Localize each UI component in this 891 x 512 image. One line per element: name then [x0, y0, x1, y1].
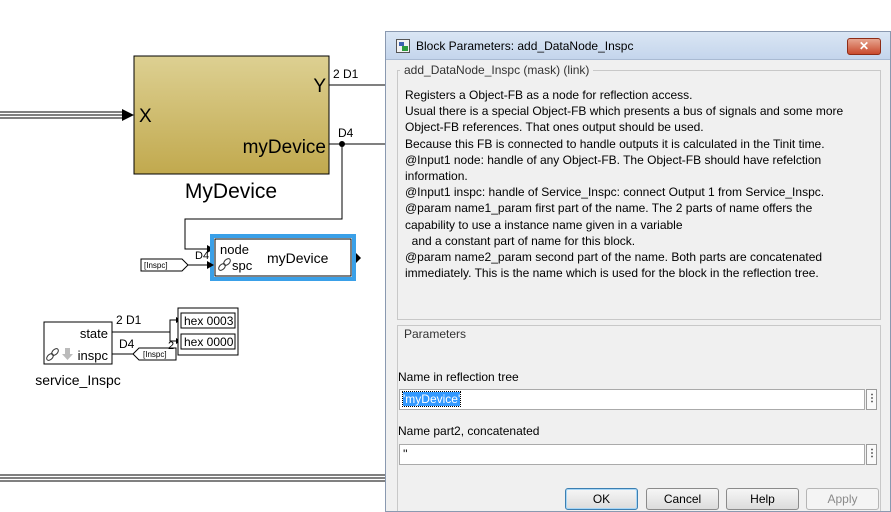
close-icon: ✕	[858, 39, 870, 53]
port-spc-label: spc	[232, 258, 253, 273]
description-line: @Input1 node: handle of any Object-FB. T…	[405, 152, 822, 167]
signal-y-label: 2 D1	[333, 67, 359, 81]
svg-text:[Inspc]: [Inspc]	[143, 350, 167, 359]
signal-device-label: D4	[338, 126, 354, 140]
display-value-1: hex 0003	[184, 314, 234, 328]
adder-block-label: myDevice	[267, 250, 329, 266]
signal-width-label: 2	[168, 340, 174, 352]
mask-description-group	[397, 70, 881, 320]
svg-text:[Inspc]: [Inspc]	[144, 261, 168, 270]
kebab-menu-icon: ⋮	[867, 448, 877, 459]
description-line: Usual there is a special Object-FB which…	[405, 104, 844, 119]
description-line: @param name1_param first part of the nam…	[405, 201, 813, 216]
bus-line-bottom[interactable]	[0, 474, 385, 482]
service-inspc-block[interactable]: state inspc	[43, 321, 113, 365]
name-part2-options-button[interactable]: ⋮	[866, 444, 877, 465]
help-button[interactable]: Help	[726, 488, 799, 510]
goto-inspc-tag[interactable]: [Inspc]	[132, 347, 177, 361]
port-y-label: Y	[313, 76, 326, 97]
description-line: and a constant part of name for this blo…	[405, 233, 636, 248]
dialog-titlebar[interactable]: Block Parameters: add_DataNode_Inspc ✕	[386, 32, 890, 60]
description-line: Because this FB is connected to handle o…	[405, 136, 825, 151]
name-in-reflection-tree-input[interactable]: 'myDevice'	[399, 389, 865, 410]
mask-title: add_DataNode_Inspc (mask) (link)	[400, 63, 594, 77]
signal-inspc-label: D4	[119, 337, 135, 351]
description-line: @param name2_param second part of the na…	[405, 250, 823, 265]
name-input-selected-text: 'myDevice'	[401, 391, 462, 407]
port-mydevice-label: myDevice	[243, 137, 326, 158]
name-part2-label: Name part2, concatenated	[398, 424, 540, 438]
add-datanode-inspc-block[interactable]: node spc myDevice	[210, 234, 361, 281]
signal-node-in-label: D4	[195, 250, 209, 262]
description-line: capability to use a instance name given …	[405, 217, 683, 232]
name-part2-input[interactable]: ''	[399, 444, 865, 465]
description-line: Object-FB references. That ones output s…	[405, 120, 704, 135]
kebab-menu-icon: ⋮	[867, 393, 877, 404]
name-in-reflection-tree-label: Name in reflection tree	[398, 370, 519, 384]
mydevice-block[interactable]: X Y myDevice	[133, 55, 330, 175]
description-line: information.	[405, 169, 468, 184]
port-x-label: X	[139, 106, 152, 127]
display-block[interactable]: hex 0003 hex 0000	[177, 307, 239, 356]
bus-line-x[interactable]	[0, 109, 134, 121]
mask-description: Registers a Object-FB as a node for refl…	[405, 87, 880, 281]
link-icon	[218, 258, 231, 271]
from-inspc-tag[interactable]: [Inspc]	[140, 258, 214, 272]
block-name-service-inspc: service_Inspc	[35, 372, 121, 388]
display-value-2: hex 0000	[184, 335, 234, 349]
name-options-button[interactable]: ⋮	[866, 389, 877, 410]
ok-button[interactable]: OK	[565, 488, 638, 510]
description-line: immediately. This is the name which is u…	[405, 266, 819, 281]
signal-state-label: 2 D1	[116, 313, 142, 327]
parameters-group	[397, 325, 881, 511]
description-line: @Input1 inspc: handle of Service_Inspc: …	[405, 185, 825, 200]
block-parameters-dialog[interactable]: Block Parameters: add_DataNode_Inspc ✕ a…	[385, 31, 891, 512]
cancel-button[interactable]: Cancel	[646, 488, 719, 510]
down-arrow-icon	[62, 348, 73, 360]
port-state-label: state	[80, 326, 108, 341]
link-icon	[46, 348, 59, 361]
simulink-app-icon	[396, 39, 410, 53]
port-node-label: node	[220, 242, 249, 257]
block-name-mydevice: MyDevice	[185, 180, 277, 203]
close-button[interactable]: ✕	[847, 38, 881, 55]
parameters-title: Parameters	[400, 327, 471, 341]
dialog-title: Block Parameters: add_DataNode_Inspc	[416, 39, 634, 53]
apply-button[interactable]: Apply	[806, 488, 879, 510]
description-line: Registers a Object-FB as a node for refl…	[405, 88, 693, 102]
port-inspc-label: inspc	[78, 348, 109, 363]
